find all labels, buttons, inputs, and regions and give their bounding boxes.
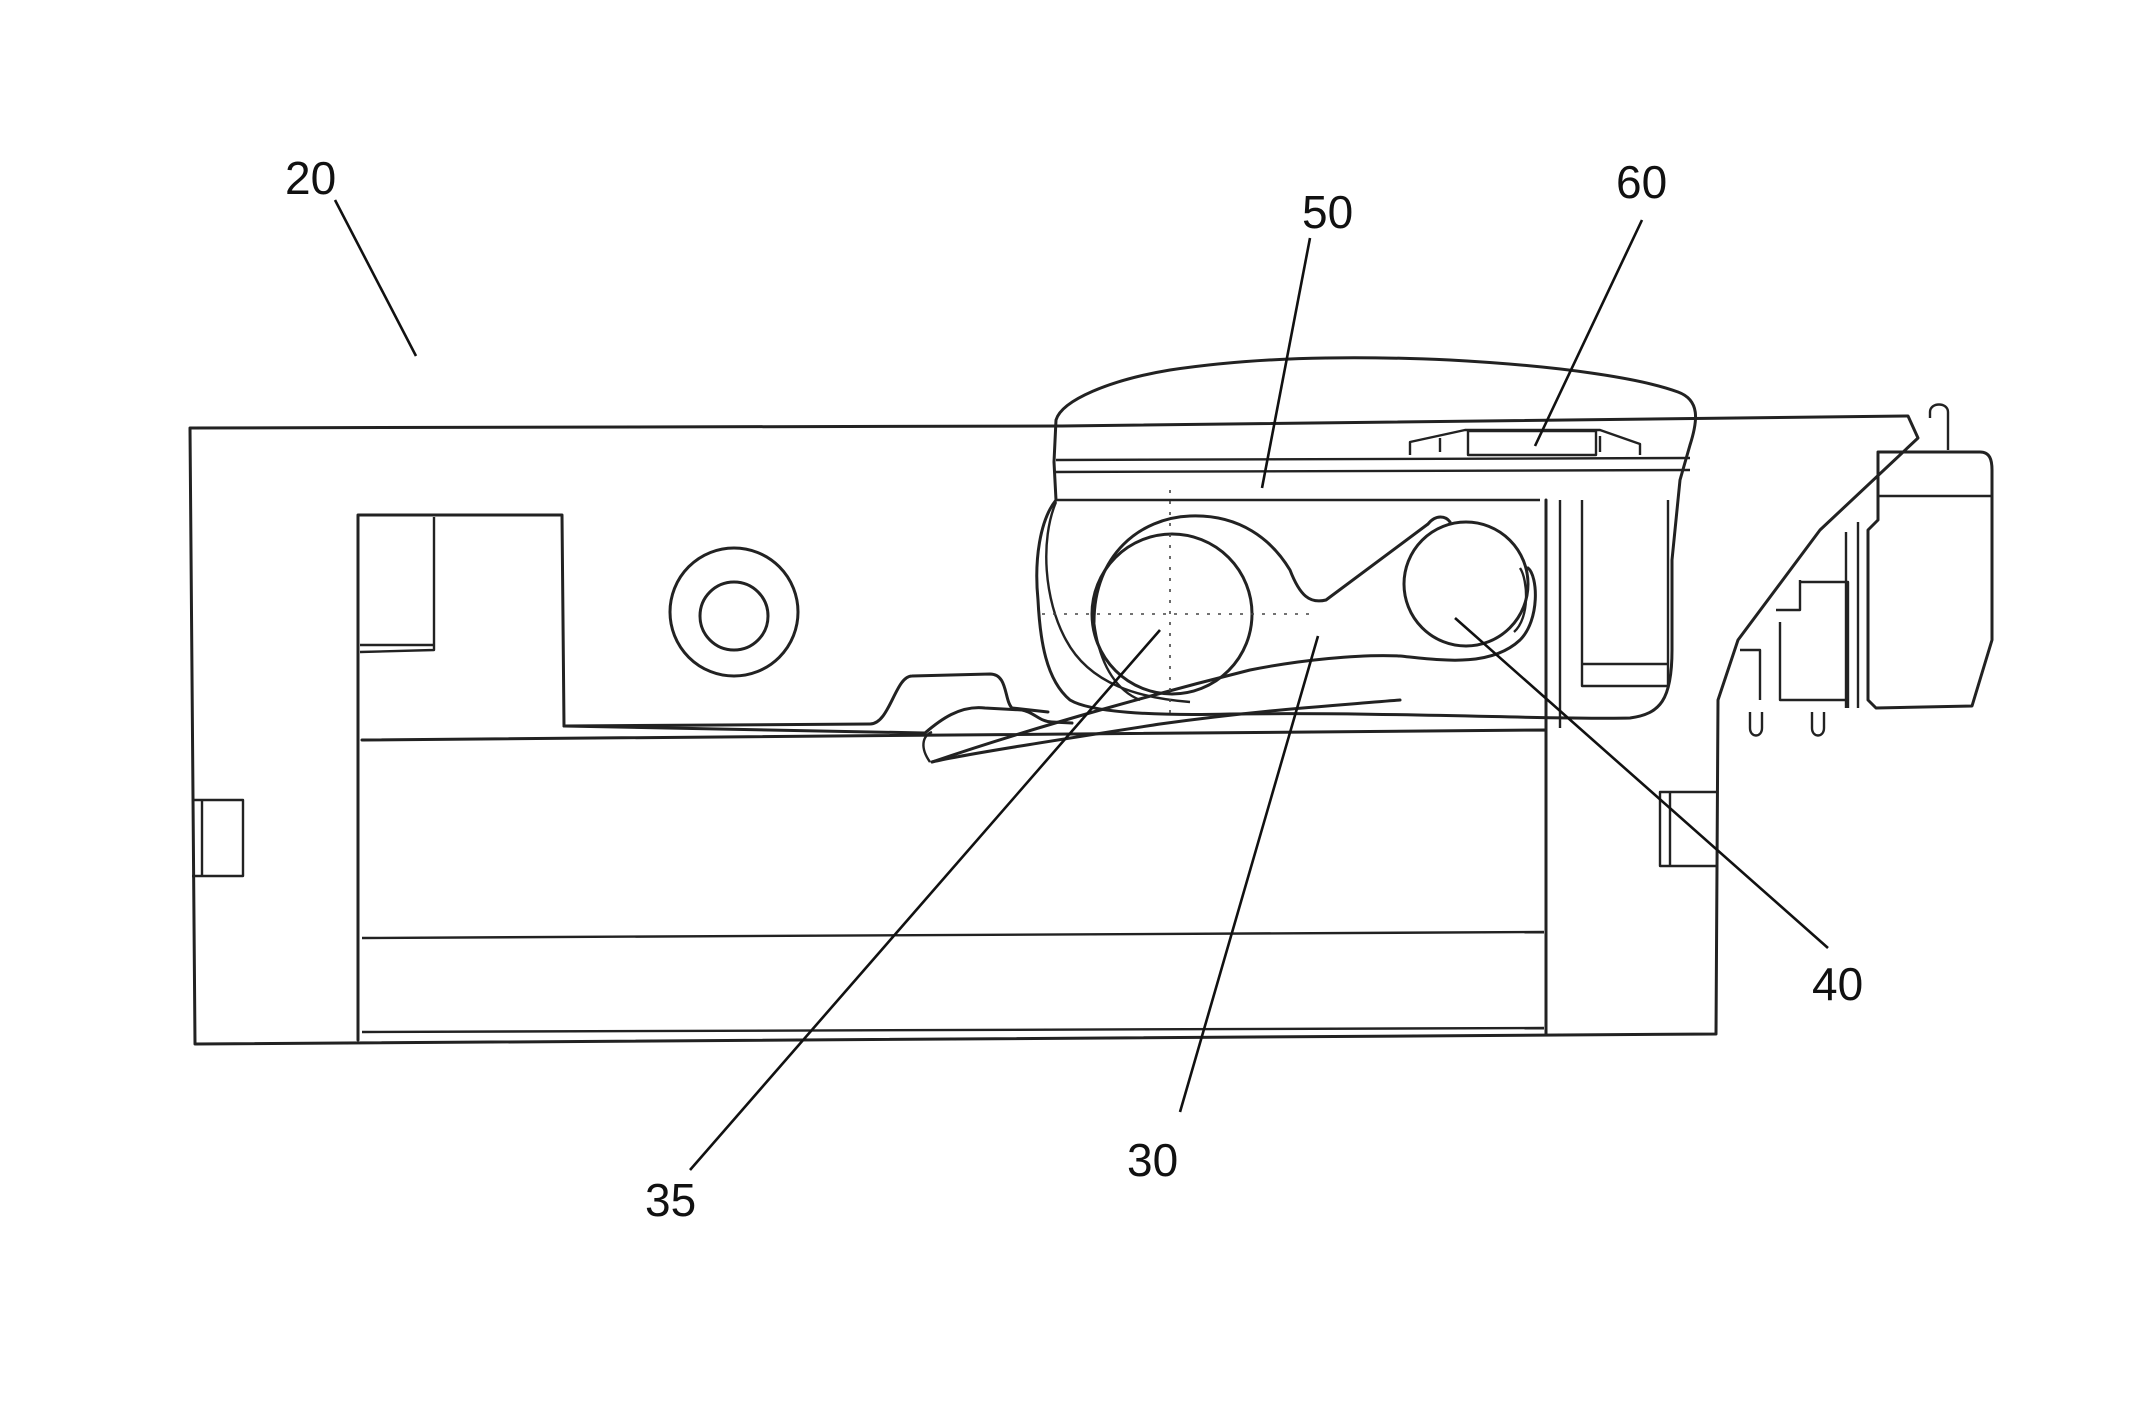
- ref-20-label: 20: [285, 152, 336, 204]
- roller-40: [932, 517, 1535, 762]
- ref-60-label: 60: [1616, 156, 1667, 208]
- component-60: [1410, 430, 1640, 455]
- spring-contour: [564, 674, 1072, 733]
- leader-60: [1535, 220, 1642, 446]
- ref-40-label: 40: [1812, 958, 1863, 1010]
- connector-block: [1546, 405, 1992, 736]
- leader-30: [1180, 636, 1318, 1112]
- leader-40: [1455, 618, 1828, 948]
- ref-35-label: 35: [645, 1174, 696, 1226]
- rail-block: [362, 730, 1546, 1034]
- leader-35: [690, 630, 1160, 1170]
- leader-20: [335, 200, 416, 356]
- center-axes: [1042, 490, 1310, 720]
- ref-30-label: 30: [1127, 1134, 1178, 1186]
- roller-35: [1092, 516, 1428, 700]
- round-boss: [670, 548, 798, 676]
- ref-50-label: 50: [1302, 186, 1353, 238]
- leader-50: [1262, 238, 1310, 488]
- reference-numerals: 20 50 60 40 35 30: [285, 152, 1863, 1226]
